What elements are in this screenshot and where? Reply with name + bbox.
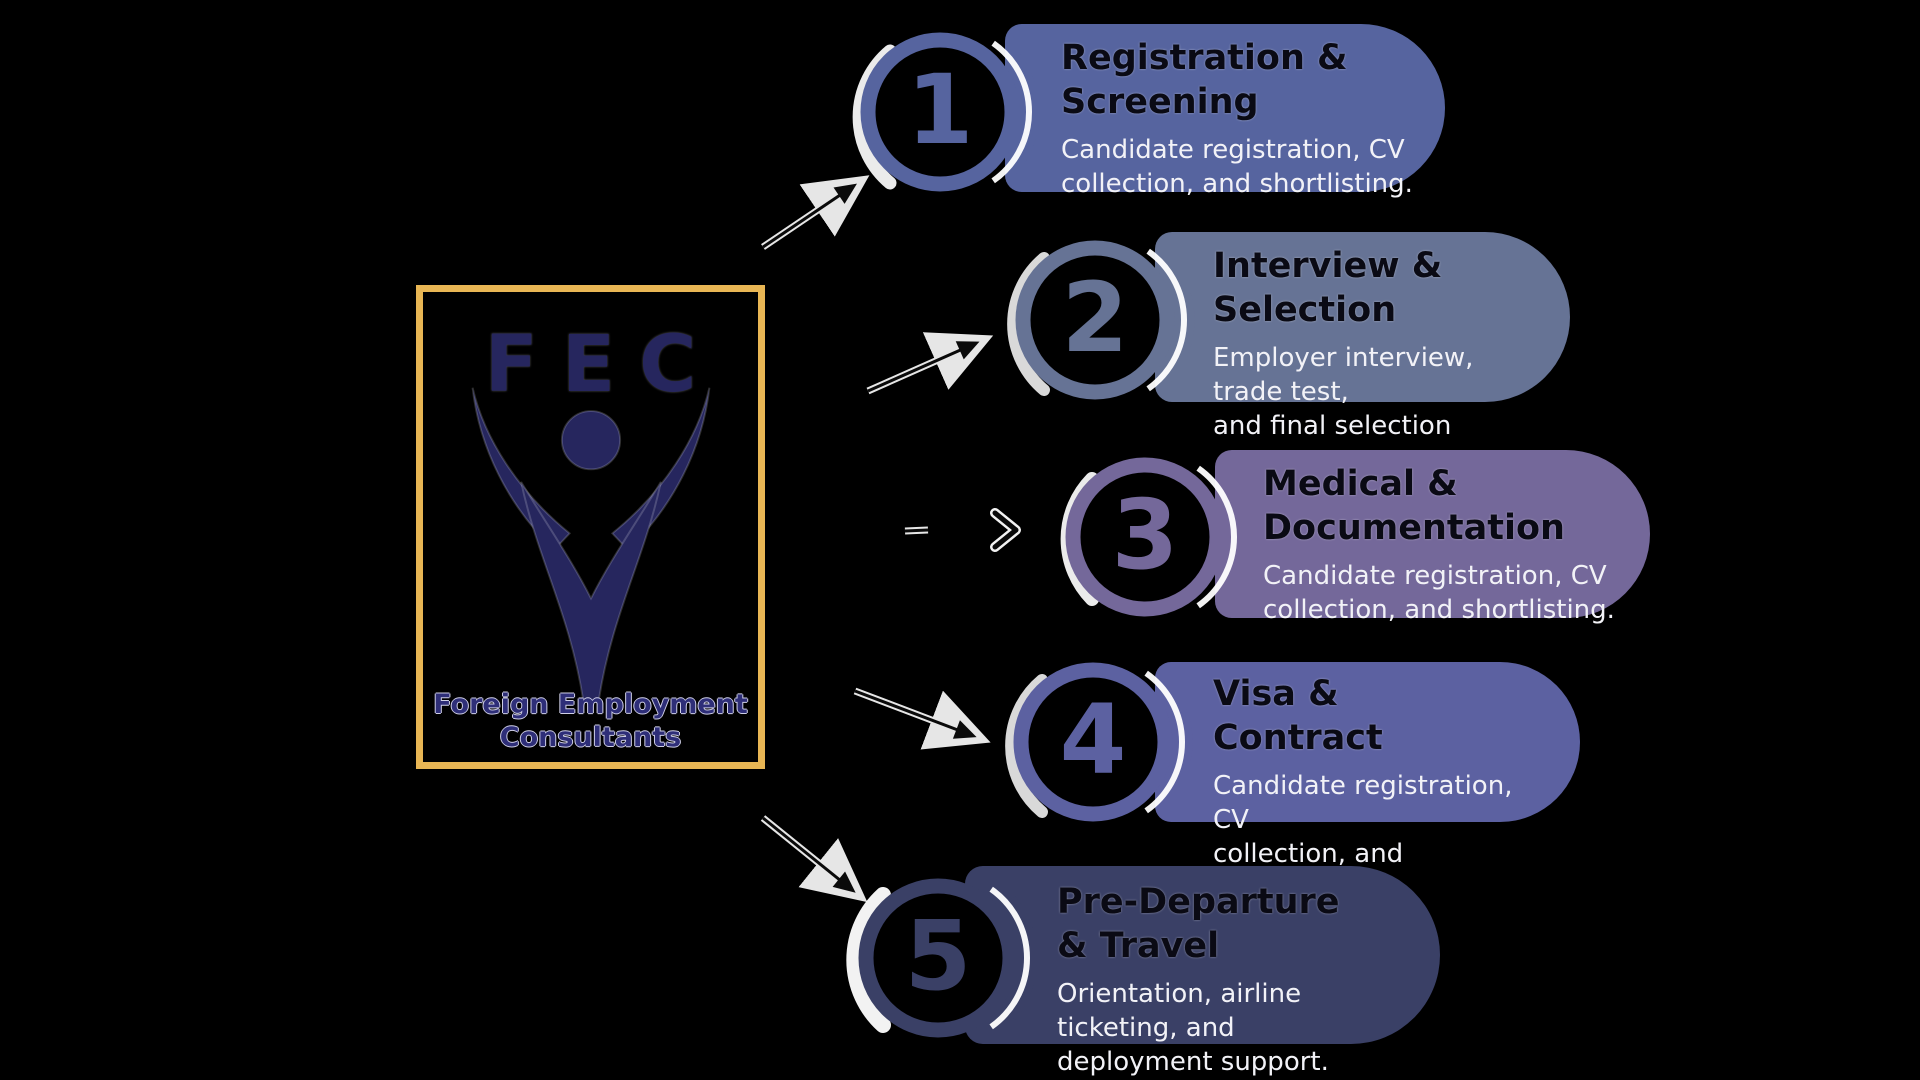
step-4-card: Visa & Contract Candidate registration, … [1155, 662, 1580, 903]
step-5-description: Orientation, airline ticketing, and depl… [1057, 977, 1416, 1079]
step-5-number-badge: 5 5 [833, 853, 1043, 1063]
step-3-description: Candidate registration, CV collection, a… [1263, 559, 1626, 627]
step-number: 4 [1060, 684, 1127, 796]
logo-name: Foreign Employment Consultants [423, 688, 758, 754]
step-number-shadow: 5 [909, 904, 976, 1016]
step-3-title-line2: Documentation [1263, 508, 1565, 548]
step-1-card: Registration & Screening Candidate regis… [1005, 24, 1445, 199]
step-2-description: Employer interview, trade test, and fina… [1213, 341, 1546, 443]
step-4-desc-line1: Candidate registration, CV [1213, 771, 1513, 835]
step-number: 1 [907, 54, 974, 166]
step-2-desc-line1: Employer interview, trade test, [1213, 343, 1474, 407]
step-1-desc-line1: Candidate registration, CV [1061, 135, 1405, 165]
step-4-title-line2: Contract [1213, 718, 1383, 758]
arrow-to-step-4-icon [853, 687, 991, 750]
person-figure-icon [471, 387, 711, 702]
step-1-title: Registration & Screening [1061, 36, 1415, 124]
step-5-title: Pre-Departure & Travel [1057, 880, 1416, 968]
step-2-title-line1: Interview & [1213, 246, 1443, 286]
arrow-to-step-3-icon [904, 508, 1021, 552]
step-5-title-line1: Pre-Departure [1057, 882, 1340, 922]
arrow-to-step-5-icon [760, 815, 868, 903]
step-2-title-line2: Selection [1213, 290, 1397, 330]
step-number: 5 [905, 900, 972, 1012]
arrow-to-step-1-icon [761, 175, 870, 250]
step-4-title: Visa & Contract [1213, 672, 1556, 760]
step-3-desc-line1: Candidate registration, CV [1263, 561, 1607, 591]
arrow-to-step-2-icon [866, 332, 994, 395]
step-3-title: Medical & Documentation [1263, 462, 1626, 550]
step-2-desc-line2: and final selection [1213, 411, 1452, 441]
step-2-number-badge: 2 2 [990, 215, 1200, 425]
step-number-shadow: 1 [911, 58, 978, 170]
step-4-number-badge: 4 4 [988, 637, 1198, 847]
step-1-number-badge: 1 1 [835, 7, 1045, 217]
step-number-shadow: 3 [1116, 483, 1183, 595]
logo-name-line2: Consultants [499, 722, 682, 753]
step-5-card: Pre-Departure & Travel Orientation, airl… [965, 866, 1440, 1077]
step-3-desc-line2: collection, and shortlisting. [1263, 595, 1615, 625]
logo-acronym: FEC [484, 320, 721, 410]
step-3-number-badge: 3 3 [1040, 432, 1250, 642]
step-1-description: Candidate registration, CV collection, a… [1061, 133, 1415, 201]
step-number-shadow: 4 [1064, 688, 1131, 800]
step-5-desc-line2: deployment support. [1057, 1047, 1329, 1077]
step-2-card: Interview & Selection Employer interview… [1155, 232, 1570, 441]
step-4-title-line1: Visa & [1213, 674, 1339, 714]
step-1-title-line1: Registration & [1061, 38, 1348, 78]
step-1-desc-line2: collection, and shortlisting. [1061, 169, 1413, 199]
step-5-desc-line1: Orientation, airline ticketing, and [1057, 979, 1302, 1043]
step-number-shadow: 2 [1066, 266, 1133, 378]
step-1-title-line2: Screening [1061, 82, 1259, 122]
step-5-title-line2: & Travel [1057, 926, 1220, 966]
step-2-title: Interview & Selection [1213, 244, 1546, 332]
step-3-title-line1: Medical & [1263, 464, 1458, 504]
step-number: 3 [1112, 479, 1179, 591]
logo-name-line1: Foreign Employment [433, 689, 748, 720]
step-3-card: Medical & Documentation Candidate regist… [1215, 450, 1650, 625]
company-logo: FEC Foreign Employment Consultants [416, 285, 765, 769]
step-number: 2 [1062, 262, 1129, 374]
